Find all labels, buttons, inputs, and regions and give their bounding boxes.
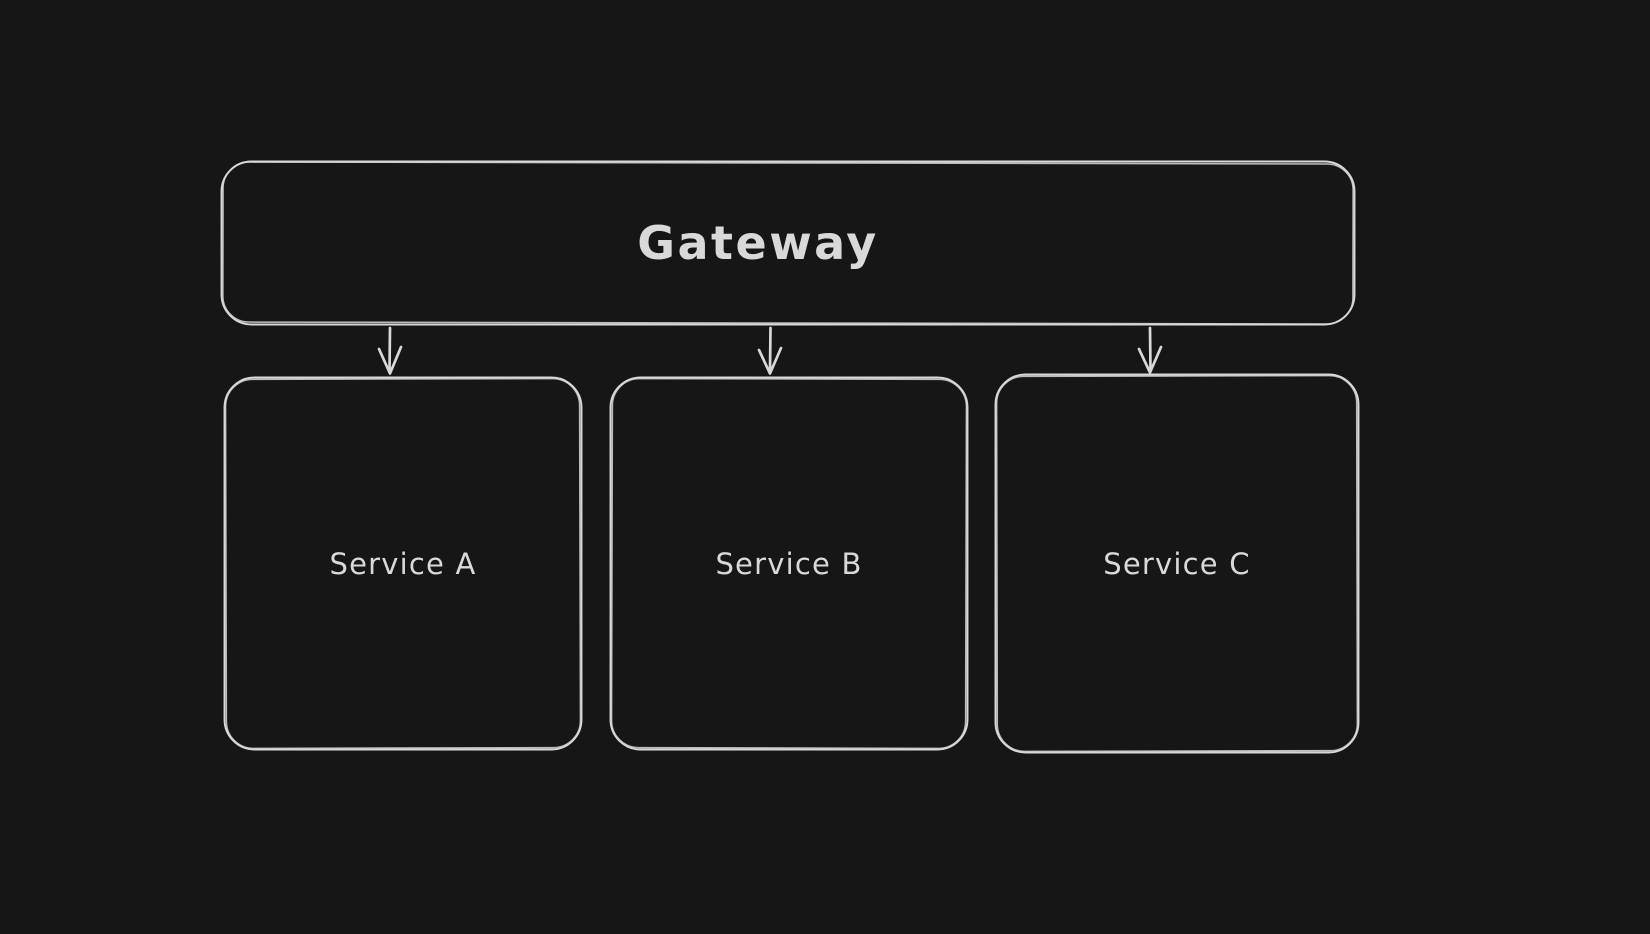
arrow-gateway-to-service-a[interactable] — [377, 326, 403, 375]
gateway-box-shape[interactable] — [220, 160, 1356, 326]
service-b-box-shape[interactable] — [609, 376, 969, 751]
service-c-box-shape[interactable] — [994, 373, 1360, 754]
arrowhead-down-icon — [757, 346, 783, 375]
arrowhead-down-icon — [377, 345, 403, 375]
service-a-box-shape[interactable] — [223, 376, 583, 751]
arrowhead-down-icon — [1137, 345, 1163, 374]
arrow-gateway-to-service-b[interactable] — [757, 326, 783, 375]
arrow-gateway-to-service-c[interactable] — [1137, 326, 1163, 374]
